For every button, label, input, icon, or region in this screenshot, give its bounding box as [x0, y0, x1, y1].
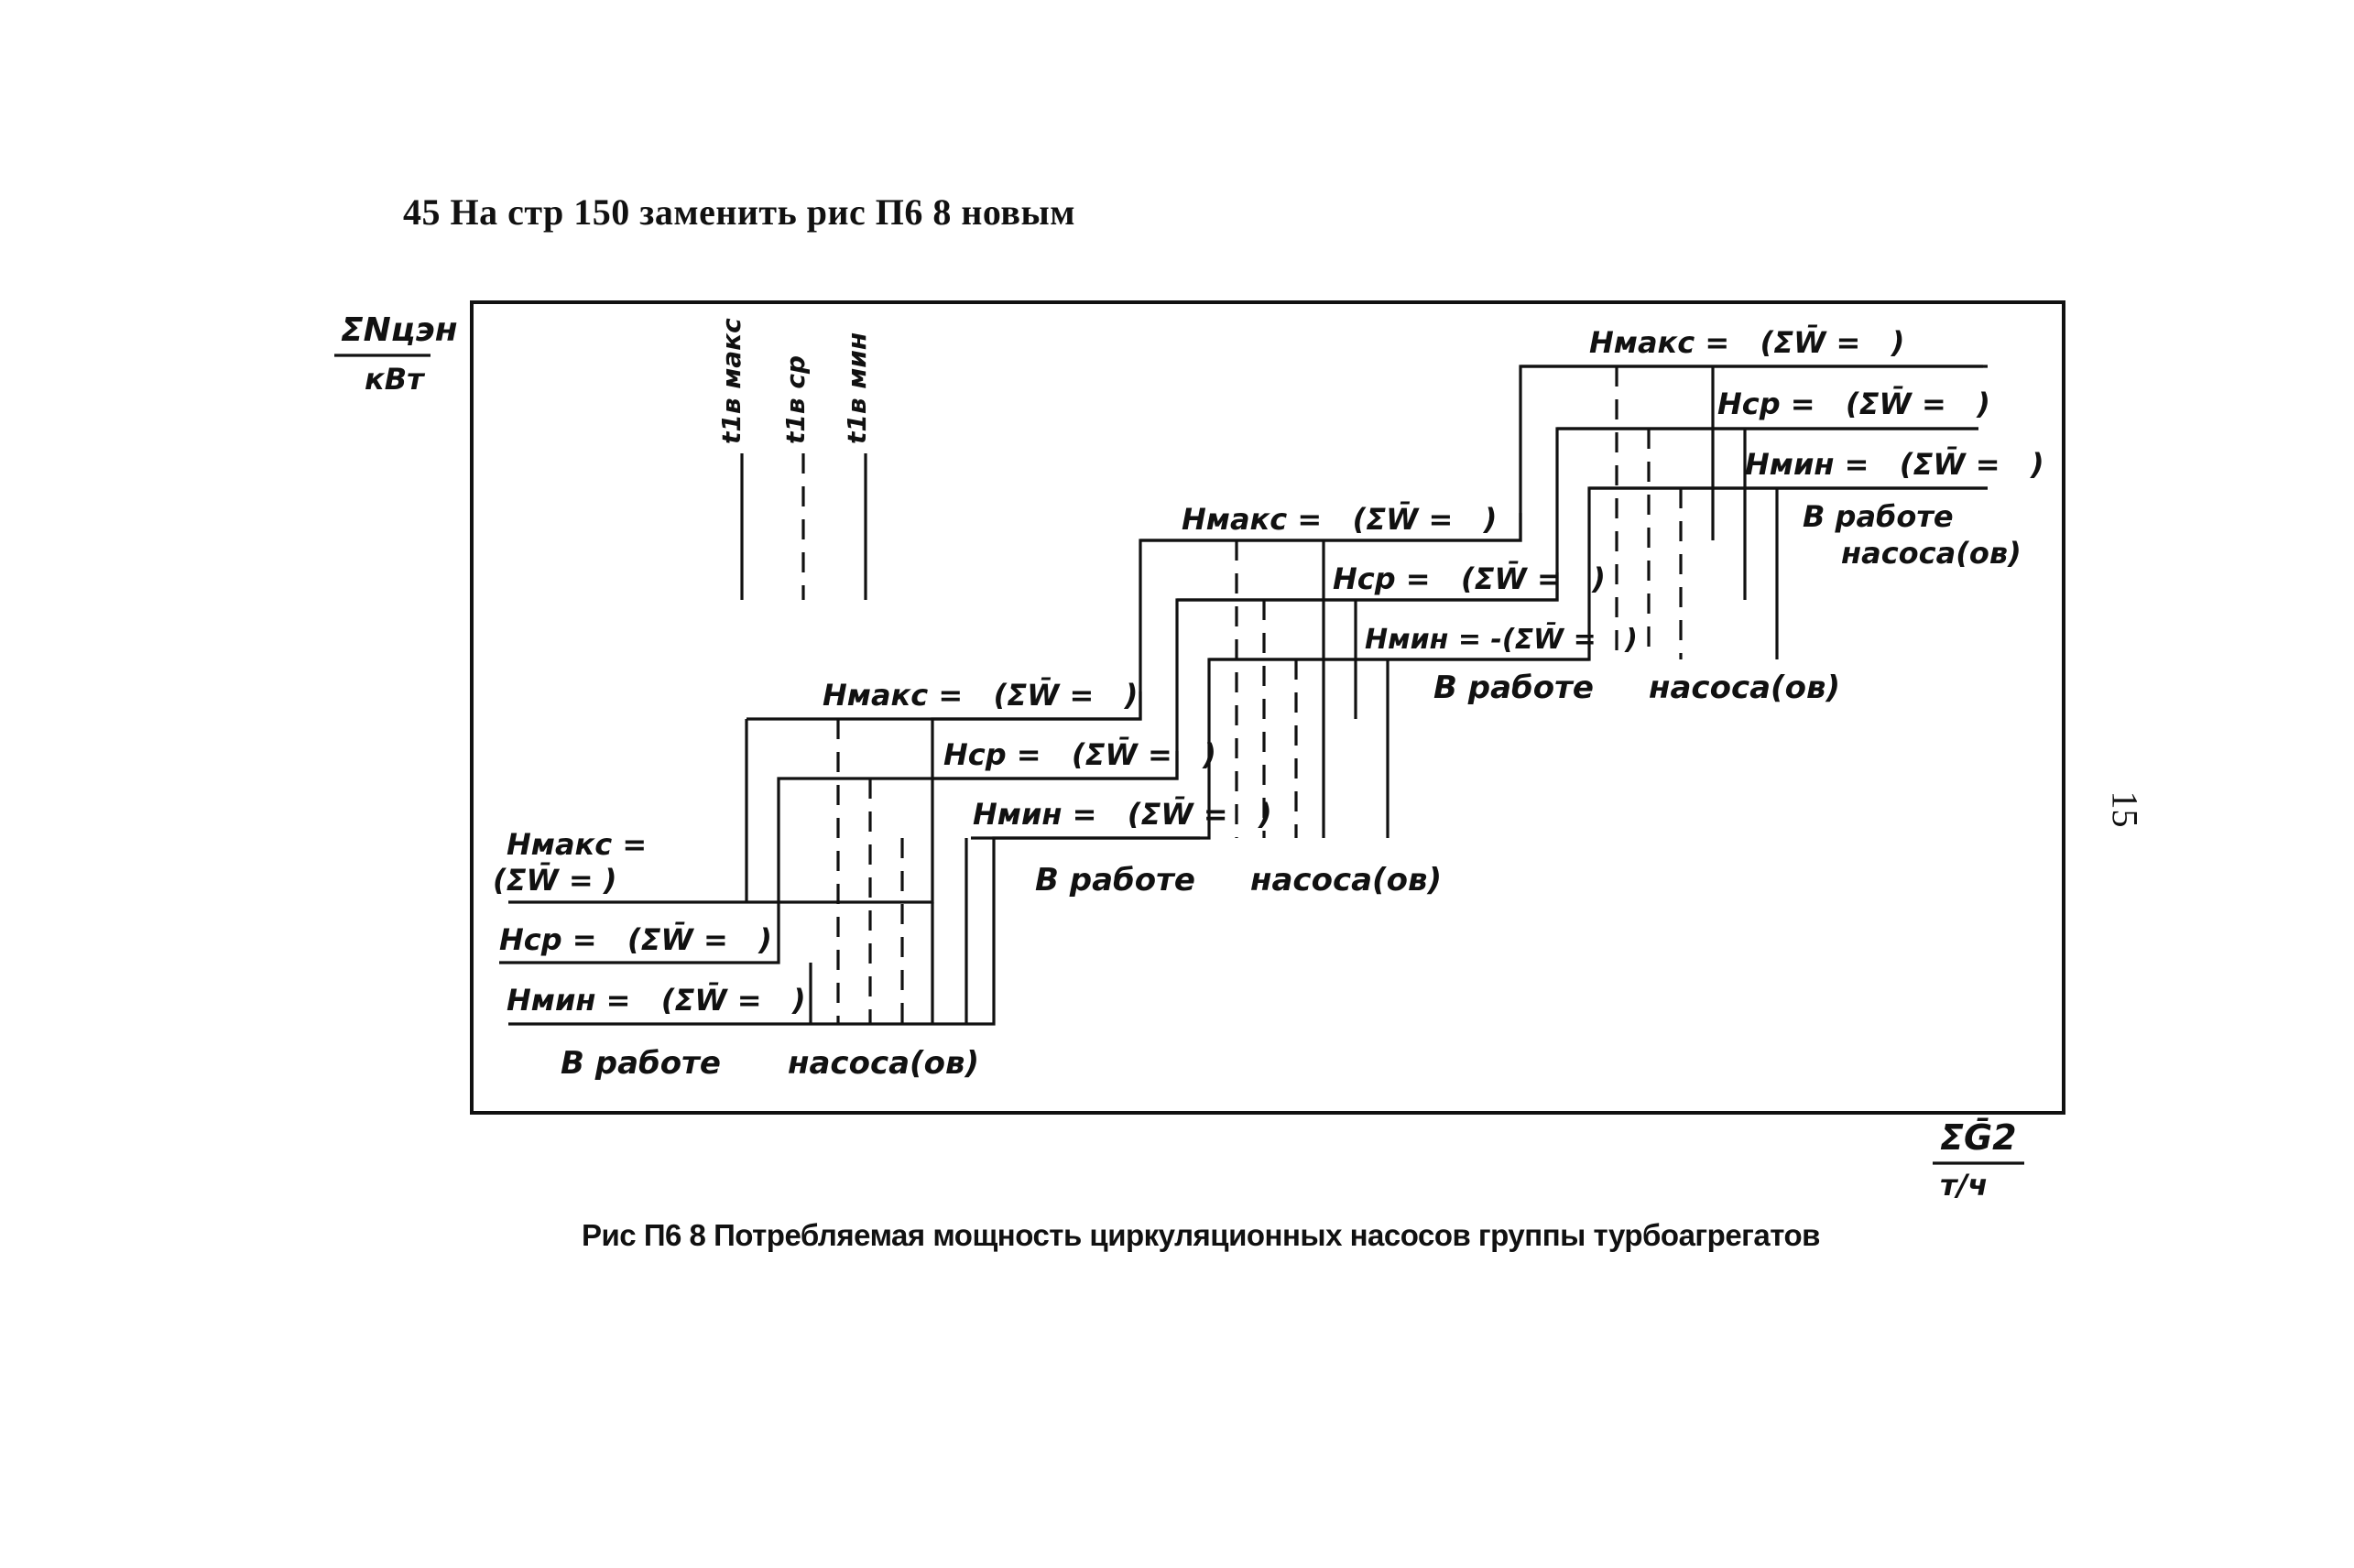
legend-t-max-label: t1в макс — [716, 318, 747, 444]
page-heading: 45 На стр 150 заменить рис П6 8 новым — [403, 191, 1076, 233]
group-4-note-2: насоса(ов) — [1841, 536, 2022, 571]
group-2-h-max: Hмакс = (ΣW̄ = ) — [823, 678, 1138, 713]
group-4-h-max: Hмакс = (ΣW̄ = ) — [1589, 325, 1904, 360]
legend-t-avg-label: t1в ср — [780, 355, 811, 444]
group-3-note-2: насоса(ов) — [1649, 670, 1840, 706]
x-axis-label-top: ΣḠ2 — [1940, 1117, 2017, 1158]
figure-caption: Рис П6 8 Потребляемая мощность циркуляци… — [582, 1218, 1820, 1252]
group-2-h-min: Hмин = (ΣW̄ = ) — [973, 797, 1272, 832]
group-1-note-2: насоса(ов) — [788, 1045, 979, 1082]
legend-t-min-label: t1в мин — [842, 332, 872, 444]
group-2-note-2: насоса(ов) — [1250, 862, 1442, 898]
group-3-h-avg: Hср = (ΣW̄ = ) — [1333, 561, 1606, 596]
group-3-h-min: Hмин = -(ΣW̄ = ) — [1365, 622, 1638, 656]
group-1-h-max: Hмакс = — [507, 827, 647, 862]
group-4-note-1: В работе — [1803, 499, 1954, 534]
group-1-note-1: В работе — [561, 1045, 721, 1082]
group-1-h-max-w: (ΣW̄ = ) — [493, 863, 617, 898]
group-2-h-avg: Hср = (ΣW̄ = ) — [943, 737, 1216, 772]
group-4-h-avg: Hср = (ΣW̄ = ) — [1717, 387, 1990, 421]
group-1-h-avg: Hср = (ΣW̄ = ) — [499, 922, 772, 957]
group-3-note-1: В работе — [1433, 670, 1594, 706]
group-4-lines — [1520, 365, 1988, 490]
group-3-h-max: Hмакс = (ΣW̄ = ) — [1182, 502, 1497, 537]
y-axis-label-bottom: кВт — [365, 362, 426, 397]
group-1-lines — [499, 691, 1200, 1026]
diagram-frame — [470, 300, 2065, 1115]
group-2-note-1: В работе — [1035, 862, 1195, 898]
x-axis-label-bottom: т/ч — [1940, 1168, 1988, 1203]
y-axis-label-top: ΣNцэн — [341, 311, 458, 349]
group-4-h-min: Hмин = (ΣW̄ = ) — [1745, 447, 2044, 482]
group-1-h-min: Hмин = (ΣW̄ = ) — [507, 983, 806, 1018]
